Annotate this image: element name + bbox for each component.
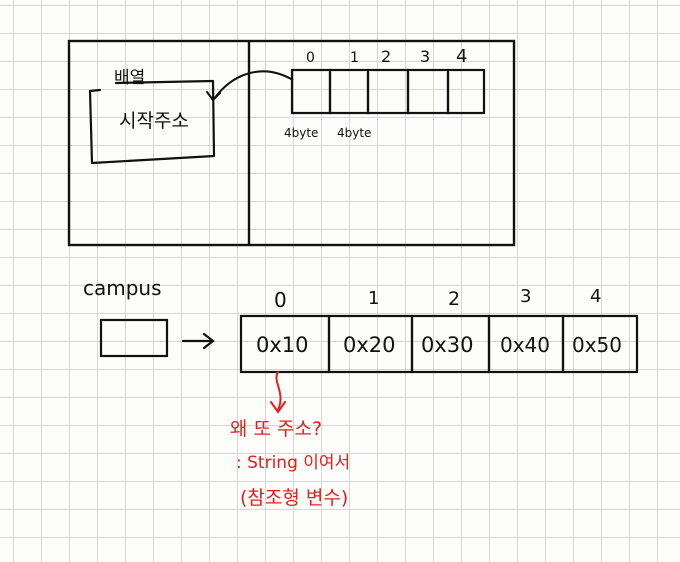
variable-name-label: campus	[83, 276, 162, 300]
top-index-1: 1	[350, 50, 359, 66]
address-cell-0: 0x10	[256, 333, 309, 357]
array-label: 배열	[114, 68, 146, 88]
note-reason: : String 이여서	[236, 453, 351, 473]
bottom-index-2: 2	[448, 288, 461, 310]
bottom-index-4: 4	[590, 286, 602, 307]
campus-variable-box	[99, 318, 169, 358]
note-question: 왜 또 주소?	[230, 418, 323, 440]
bottom-index-3: 3	[520, 286, 532, 307]
bottom-index-1: 1	[368, 288, 380, 309]
start-address-label: 시작주소	[119, 110, 189, 132]
note-arrowhead	[270, 401, 286, 414]
cell-size-label: 4byte	[284, 126, 319, 140]
pointer-arrowhead	[206, 91, 221, 102]
top-index-0: 0	[306, 50, 315, 66]
top-array	[290, 68, 486, 115]
top-index-2: 2	[381, 47, 392, 66]
top-array-cell	[446, 68, 486, 115]
address-cell-4: 0x50	[572, 333, 623, 357]
pointer-arrow	[213, 70, 294, 100]
address-cell-1: 0x20	[343, 333, 396, 357]
label-box	[88, 79, 216, 165]
address-cell-2: 0x30	[421, 333, 474, 357]
address-cell-3: 0x40	[500, 333, 551, 357]
top-index-3: 3	[420, 47, 431, 66]
bottom-index-0: 0	[274, 288, 287, 312]
cell-size-label: 4byte	[337, 126, 372, 140]
bottom-array-cell	[561, 314, 639, 374]
note-arrow	[275, 371, 282, 411]
note-detail: (참조형 변수)	[240, 487, 349, 509]
top-array-cell	[406, 68, 450, 115]
memory-frame	[67, 39, 516, 247]
reference-arrowhead	[202, 332, 215, 350]
top-array-cell	[366, 68, 410, 115]
top-index-4: 4	[456, 46, 468, 67]
bottom-array	[239, 314, 639, 374]
top-array-cell	[328, 68, 370, 115]
top-array-cell	[290, 68, 332, 115]
